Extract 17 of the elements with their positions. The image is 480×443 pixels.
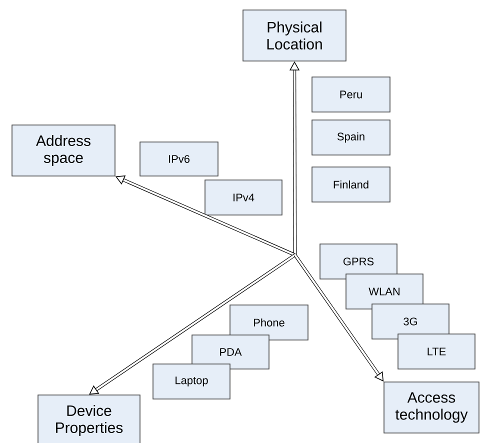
category-box: Device Properties bbox=[38, 394, 140, 443]
item-box: IPv4 bbox=[204, 180, 282, 216]
category-box: Physical Location bbox=[242, 10, 346, 62]
item-box: Finland bbox=[312, 166, 390, 202]
category-box: Access technology bbox=[384, 382, 480, 434]
item-box: LTE bbox=[398, 334, 476, 370]
item-box: GPRS bbox=[320, 244, 398, 280]
arrow bbox=[89, 254, 296, 395]
item-box: PDA bbox=[192, 334, 270, 370]
item-box: Spain bbox=[312, 120, 390, 156]
item-box: Laptop bbox=[152, 364, 230, 400]
item-box: Peru bbox=[312, 76, 390, 112]
item-box: Phone bbox=[230, 304, 308, 340]
category-box: Address space bbox=[12, 124, 116, 176]
item-box: 3G bbox=[372, 304, 450, 340]
item-box: IPv6 bbox=[140, 142, 218, 176]
item-box: WLAN bbox=[346, 274, 424, 310]
